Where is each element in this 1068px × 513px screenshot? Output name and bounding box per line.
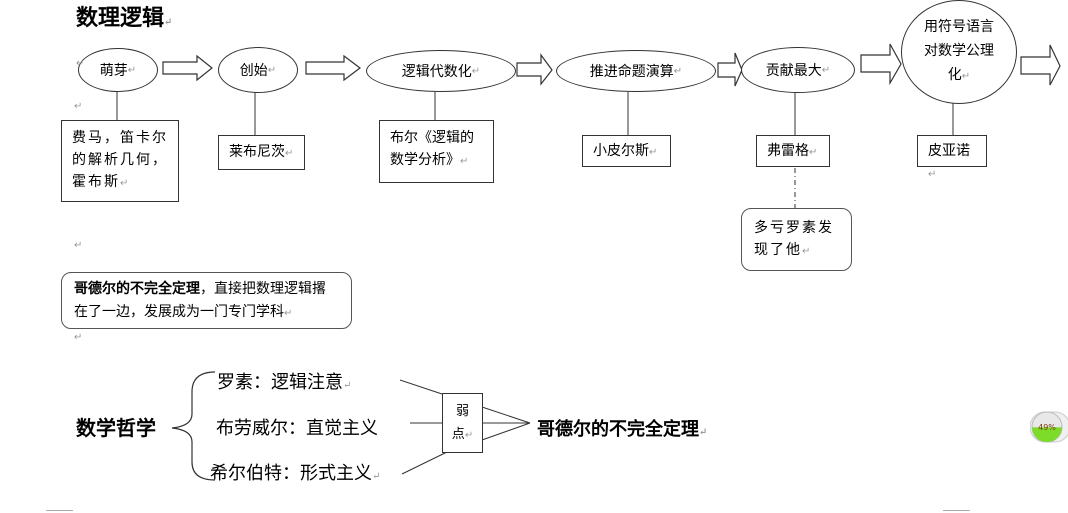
note-propositional: 小皮尔斯↵ <box>582 135 671 167</box>
line-hilbert <box>401 451 448 475</box>
return-mark: ↵ <box>928 169 937 180</box>
return-mark: ↵ <box>649 147 658 158</box>
note-algebraization: 布尔《逻辑的数学分析》↵ <box>379 120 494 183</box>
stage-greatest-contribution: 贡献最大↵ <box>741 47 855 93</box>
return-mark: ↵ <box>164 17 173 28</box>
stage-sprout: 萌芽↵ <box>78 48 158 92</box>
page-corner-mark-left <box>46 510 73 511</box>
stage-label-text: 用符号语言对数学公理化 <box>924 19 994 83</box>
branch-brouwer: 布劳威尔：直觉主义 <box>216 414 378 440</box>
branch-label: 布劳威尔：直觉主义 <box>216 418 378 439</box>
godel-bold-text: 哥德尔的不完全定理 <box>74 281 200 297</box>
note-text: 莱布尼茨 <box>229 144 285 160</box>
branch-label: 罗素：逻辑注意 <box>217 372 343 393</box>
note-founding: 莱布尼茨↵ <box>218 135 305 170</box>
stage-label: 用符号语言对数学公理化↵ <box>924 15 994 89</box>
stage-axiomatization: 用符号语言对数学公理化↵ <box>901 0 1017 104</box>
philosophy-conclusion: 哥德尔的不完全定理↵ <box>537 415 707 441</box>
return-mark: ↵ <box>802 246 813 257</box>
line-out-bot <box>481 422 531 441</box>
stage-founding: 创始↵ <box>218 47 298 93</box>
block-arrow-3 <box>516 53 553 86</box>
return-mark: ↵ <box>673 65 683 77</box>
return-mark: ↵ <box>285 148 294 159</box>
return-mark: ↵ <box>471 65 481 77</box>
block-arrow-4 <box>717 52 743 87</box>
return-mark: ↵ <box>372 471 381 482</box>
return-mark: ↵ <box>74 240 83 251</box>
return-mark: ↵ <box>74 332 83 343</box>
note-sprout: 费马，笛卡尔的解析几何，霍布斯↵ <box>61 120 179 202</box>
conclusion-text: 哥德尔的不完全定理 <box>537 419 699 440</box>
title-text: 数理逻辑 <box>76 5 165 31</box>
return-mark: ↵ <box>961 71 971 82</box>
page-title: 数理逻辑↵ <box>76 0 172 32</box>
return-mark: ↵ <box>127 64 137 76</box>
weakness-line1: 弱 <box>455 404 469 419</box>
page-corner-mark-right <box>943 510 970 511</box>
note-text: 布尔《逻辑的数学分析》 <box>390 130 474 168</box>
note-text: 皮亚诺 <box>928 143 970 159</box>
note-frege: 弗雷格↵ <box>756 135 830 167</box>
progress-widget[interactable]: 49% <box>1029 410 1068 444</box>
return-mark: ↵ <box>821 64 831 76</box>
line-russell <box>399 379 443 395</box>
block-arrow-1 <box>162 54 213 82</box>
stage-label: 创始 <box>239 63 268 79</box>
return-mark: ↵ <box>267 64 277 76</box>
stage-label: 萌芽 <box>99 63 128 79</box>
line-out-top <box>481 406 531 424</box>
return-mark: ↵ <box>460 156 469 167</box>
philosophy-root: 数学哲学 <box>76 416 156 440</box>
return-mark: ↵ <box>120 178 131 189</box>
note-text: 小皮尔斯 <box>593 143 649 159</box>
return-mark: ↵ <box>699 427 708 438</box>
note-text: 弗雷格 <box>767 143 809 159</box>
note-text: 费马，笛卡尔的解析几何，霍布斯 <box>72 130 168 190</box>
return-mark: ↵ <box>284 308 293 319</box>
block-arrow-6 <box>1020 44 1061 86</box>
branch-hilbert: 希尔伯特：形式主义↵ <box>210 459 380 485</box>
note-russell-discovered: 多亏罗素发现了他↵ <box>741 208 852 271</box>
godel-note-box: 哥德尔的不完全定理，直接把数理逻辑撂在了一边，发展成为一门专门学科↵ <box>61 272 352 329</box>
weakness-line2-text: 点 <box>451 427 465 442</box>
return-mark: ↵ <box>76 58 85 69</box>
stage-label: 贡献最大 <box>765 63 822 79</box>
block-arrow-2 <box>305 54 361 82</box>
branch-label: 希尔伯特：形式主义 <box>210 463 372 484</box>
note-text: 多亏罗素发现了他 <box>754 220 834 258</box>
return-mark: ↵ <box>74 101 83 112</box>
return-mark: ↵ <box>464 430 474 441</box>
godel-rest-text: ，直接把数理逻辑撂在了一边，发展成为一门专门学科 <box>74 281 326 320</box>
stage-label: 逻辑代数化 <box>401 64 472 80</box>
note-peano: 皮亚诺 ↵ <box>917 135 987 180</box>
return-mark: ↵ <box>809 147 818 158</box>
weakness-line2: 点↵ <box>443 423 482 447</box>
progress-text: 49% <box>1038 423 1056 432</box>
stage-algebraization: 逻辑代数化↵ <box>366 50 516 92</box>
branch-russell: 罗素：逻辑注意↵ <box>217 368 351 394</box>
progress-circle-icon: 49% <box>1029 411 1068 443</box>
progress-fill <box>1032 427 1062 442</box>
stage-label: 推进命题演算 <box>589 64 674 80</box>
stage-propositional-calculus: 推进命题演算↵ <box>556 50 716 92</box>
block-arrow-5 <box>860 43 902 86</box>
weakness-box: 弱 点↵ <box>442 393 483 453</box>
brace <box>171 371 216 481</box>
return-mark: ↵ <box>343 380 352 391</box>
